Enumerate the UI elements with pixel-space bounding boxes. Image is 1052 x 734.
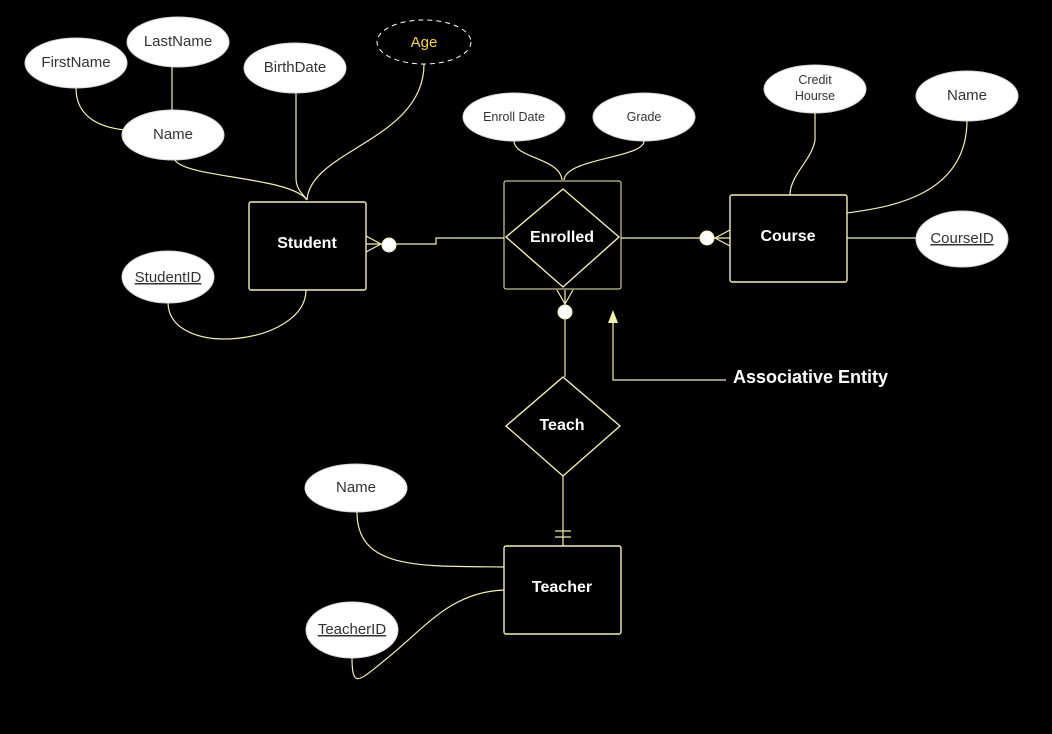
crowsfoot-course (714, 229, 731, 247)
attribute-credithours-label-1: Credit (798, 73, 832, 87)
attribute-grade: Grade (592, 92, 696, 142)
entity-course-label: Course (760, 228, 815, 245)
attribute-course-name: Name (915, 70, 1019, 122)
connector-student-enrolled (366, 237, 505, 245)
attribute-lastname-label: LastName (144, 33, 212, 50)
connector-credithours-course (789, 113, 816, 196)
attribute-birthdate-label: BirthDate (264, 59, 327, 76)
attribute-student-name-label: Name (153, 126, 193, 143)
connector-teachername-teacher (356, 511, 505, 568)
relationship-teach-diamond (504, 376, 622, 477)
attribute-credithours-label-2: Hourse (795, 89, 835, 103)
entity-teacher: Teacher (503, 545, 622, 635)
entity-teacher-box (503, 545, 622, 635)
attribute-studentid: StudentID (121, 250, 215, 304)
associative-entity-enrolled: Enrolled (503, 180, 622, 290)
attribute-grade-label: Grade (627, 110, 662, 124)
entity-course-box (729, 194, 848, 283)
entity-student: Student (248, 201, 367, 291)
optional-dot-course (699, 230, 715, 246)
attribute-birthdate: BirthDate (243, 42, 347, 94)
attribute-age-label: Age (411, 34, 438, 51)
relationship-teach: Teach (504, 376, 622, 477)
connector-teacherid-teacher (351, 589, 505, 680)
entity-course: Course (729, 194, 848, 283)
attribute-firstname-label: FirstName (41, 54, 110, 71)
associative-entity-annotation: Associative Entity (733, 367, 888, 387)
attribute-lastname: LastName (126, 16, 230, 68)
connector-enrolldate-enrolled (513, 140, 563, 181)
annotation-arrow (612, 322, 726, 381)
connector-birthdate-student (295, 91, 308, 201)
optional-dot-enrolled (557, 304, 573, 320)
connector-grade-enrolled (563, 140, 645, 181)
entity-teacher-label: Teacher (532, 579, 592, 596)
attribute-teacher-name: Name (304, 463, 408, 513)
attribute-age-derived: Age (376, 19, 472, 65)
connector-name-student (173, 157, 308, 201)
crowsfoot-enrolled (556, 289, 574, 305)
attribute-teacherid: TeacherID (305, 601, 399, 659)
attribute-student-name: Name (121, 109, 225, 161)
connector-age-student (306, 63, 425, 201)
attribute-credithours: Credit Hourse (763, 64, 867, 114)
relationship-enrolled-diamond (504, 188, 621, 288)
attribute-enrolldate-label: Enroll Date (483, 110, 545, 124)
connector-coursename-course (846, 119, 968, 214)
attribute-teacher-name-label: Name (336, 479, 376, 496)
relationship-enrolled-label: Enrolled (530, 229, 594, 246)
entity-student-label: Student (277, 235, 337, 252)
connectors (75, 63, 968, 680)
crowsfoot-student (365, 235, 382, 253)
optional-dot-student (381, 237, 397, 253)
connector-studentid-student (167, 289, 307, 340)
attribute-courseid: CourseID (915, 210, 1009, 268)
connector-firstname-name (75, 87, 126, 131)
annotation-arrowhead (608, 310, 618, 323)
attribute-course-name-label: Name (947, 87, 987, 104)
entity-student-box (248, 201, 367, 291)
relationship-teach-label: Teach (539, 417, 584, 434)
attribute-enrolldate: Enroll Date (462, 92, 566, 142)
attribute-studentid-label: StudentID (135, 269, 202, 286)
attribute-courseid-label: CourseID (930, 230, 994, 247)
attribute-teacherid-label: TeacherID (318, 621, 387, 638)
attribute-firstname: FirstName (24, 37, 128, 89)
